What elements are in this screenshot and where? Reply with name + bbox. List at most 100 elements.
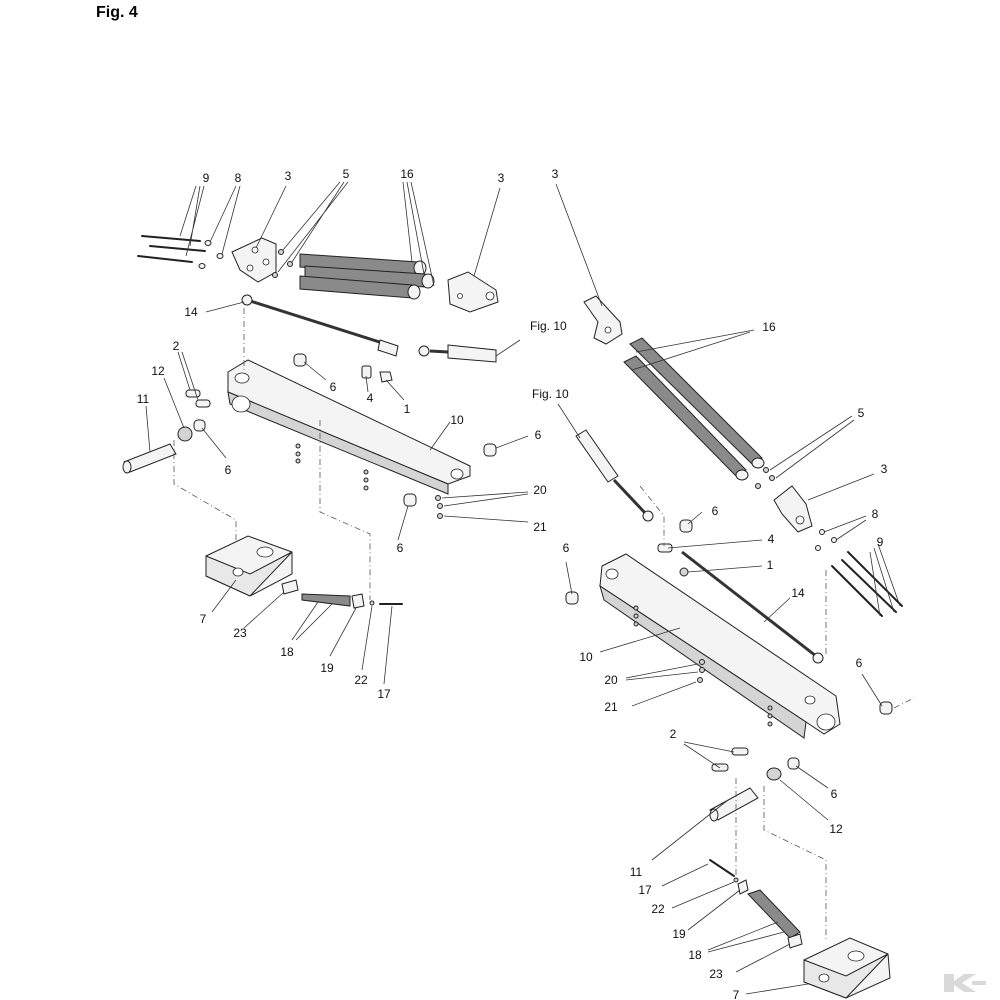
bolt-9-right-b [841, 559, 897, 613]
bracket-3-right-top [583, 295, 623, 345]
label-part-2-left: 2 [173, 339, 180, 353]
pin-2-right-b [711, 763, 729, 772]
label-part-6-left-d: 6 [397, 541, 404, 555]
label-part-6-right-b: 6 [563, 541, 570, 555]
label-part-20-left: 20 [533, 483, 547, 497]
bracket-hole [795, 515, 805, 525]
bracket-3-right-lower [773, 485, 813, 533]
main-arm-10-left [227, 359, 471, 495]
label-part-11-right: 11 [630, 865, 643, 879]
spring-16-left-top [299, 253, 427, 276]
bracket-hole [485, 291, 495, 301]
label-part-10-right: 10 [579, 650, 593, 664]
small-nut [767, 721, 773, 727]
link-rod-14-right [681, 550, 817, 658]
nut-5-left-c [272, 272, 278, 278]
label-fig-10-ref-left: Fig. 10 [530, 319, 567, 333]
label-part-23-left: 23 [233, 626, 247, 640]
small-nut [295, 451, 301, 457]
small-nut [363, 469, 369, 475]
clevis-1-left [377, 339, 399, 357]
label-part-8-right: 8 [872, 507, 879, 521]
small-nut [767, 713, 773, 719]
bolt-20-left-b [437, 503, 443, 509]
left-assembly [122, 235, 499, 609]
label-part-16-right: 16 [762, 320, 776, 334]
spring-18-right [747, 889, 801, 939]
nut-22-left [369, 600, 375, 606]
base-housing-7-right [803, 937, 891, 999]
right-assembly [565, 295, 915, 999]
cylinder-right [575, 429, 654, 522]
leader-lines [145, 181, 901, 995]
shaft-end [709, 808, 719, 822]
label-part-7-left: 7 [200, 612, 207, 626]
nut-21-right [697, 677, 703, 683]
bracket-hole [251, 246, 259, 254]
label-part-4-right: 4 [768, 532, 775, 546]
bolt-20-right-a [699, 659, 705, 665]
label-part-6-right-a: 6 [712, 504, 719, 518]
assembly-line [893, 697, 915, 709]
link-rod-eye [812, 652, 824, 664]
bushing-6-left-a [293, 353, 307, 367]
small-nut [767, 705, 773, 711]
label-part-17-left: 17 [377, 687, 391, 701]
spring-16-right-a [629, 337, 765, 469]
nut-5-right-b [769, 475, 775, 481]
pin-2-left-b [195, 399, 211, 408]
label-part-12-left: 12 [151, 364, 165, 378]
label-part-3-right-a: 3 [552, 167, 559, 181]
pin-2-right-a [731, 747, 749, 756]
label-part-6-left-a: 6 [225, 463, 232, 477]
label-part-6-right-c: 6 [856, 656, 863, 670]
label-part-16-left: 16 [400, 167, 414, 181]
label-part-18-left: 18 [280, 645, 294, 659]
label-part-20-right: 20 [604, 673, 618, 687]
nut-21-left [437, 513, 443, 519]
link-rod-14-left [246, 298, 393, 348]
bracket-3-left-a [231, 237, 277, 283]
nut-5-right-c [755, 483, 761, 489]
bushing-6-left-b [483, 443, 497, 457]
label-part-5-right: 5 [858, 406, 865, 420]
bolt-9-right-a [847, 551, 903, 607]
label-part-6-right-d: 6 [831, 787, 838, 801]
label-part-3-right-b: 3 [881, 462, 888, 476]
part-labels: 9 8 3 5 16 3 14 2 12 11 6 6 4 1 10 6 20 … [137, 167, 888, 1000]
washer-8-left-a [204, 240, 212, 246]
label-part-6-left-b: 6 [330, 380, 337, 394]
spring-16-left-mid [304, 265, 435, 289]
plate-19-right [737, 879, 749, 895]
bolt-17-right [709, 859, 735, 877]
label-part-8-left: 8 [235, 171, 242, 185]
spring-18-left [301, 593, 351, 607]
bracket-3-left-b [447, 271, 499, 313]
link-rod-eye [241, 294, 253, 306]
label-part-19-left: 19 [320, 661, 334, 675]
label-part-14-left: 14 [184, 305, 198, 319]
label-part-12-right: 12 [829, 822, 843, 836]
bolt-9-left-c [137, 255, 193, 263]
spring-16-left-bottom [299, 275, 421, 300]
label-part-1-left: 1 [404, 402, 411, 416]
bracket-hole [262, 258, 270, 266]
assembly-line [763, 786, 827, 940]
label-part-2-right: 2 [670, 727, 677, 741]
label-part-1-right: 1 [767, 558, 774, 572]
figure-title: Fig. 4 [96, 4, 138, 21]
washer-12-left [177, 426, 193, 442]
plate-23-left [281, 579, 299, 595]
washer-8-right-b [831, 537, 837, 543]
label-part-23-right: 23 [709, 967, 723, 981]
small-nut [633, 605, 639, 611]
shaft-end [122, 460, 132, 474]
nut-5-right-a [763, 467, 769, 473]
washer-8-right-c [815, 545, 821, 551]
label-part-22-right: 22 [651, 902, 665, 916]
bolt-9-left-b [149, 245, 206, 252]
label-part-9-left: 9 [203, 171, 210, 185]
small-nut [363, 477, 369, 483]
